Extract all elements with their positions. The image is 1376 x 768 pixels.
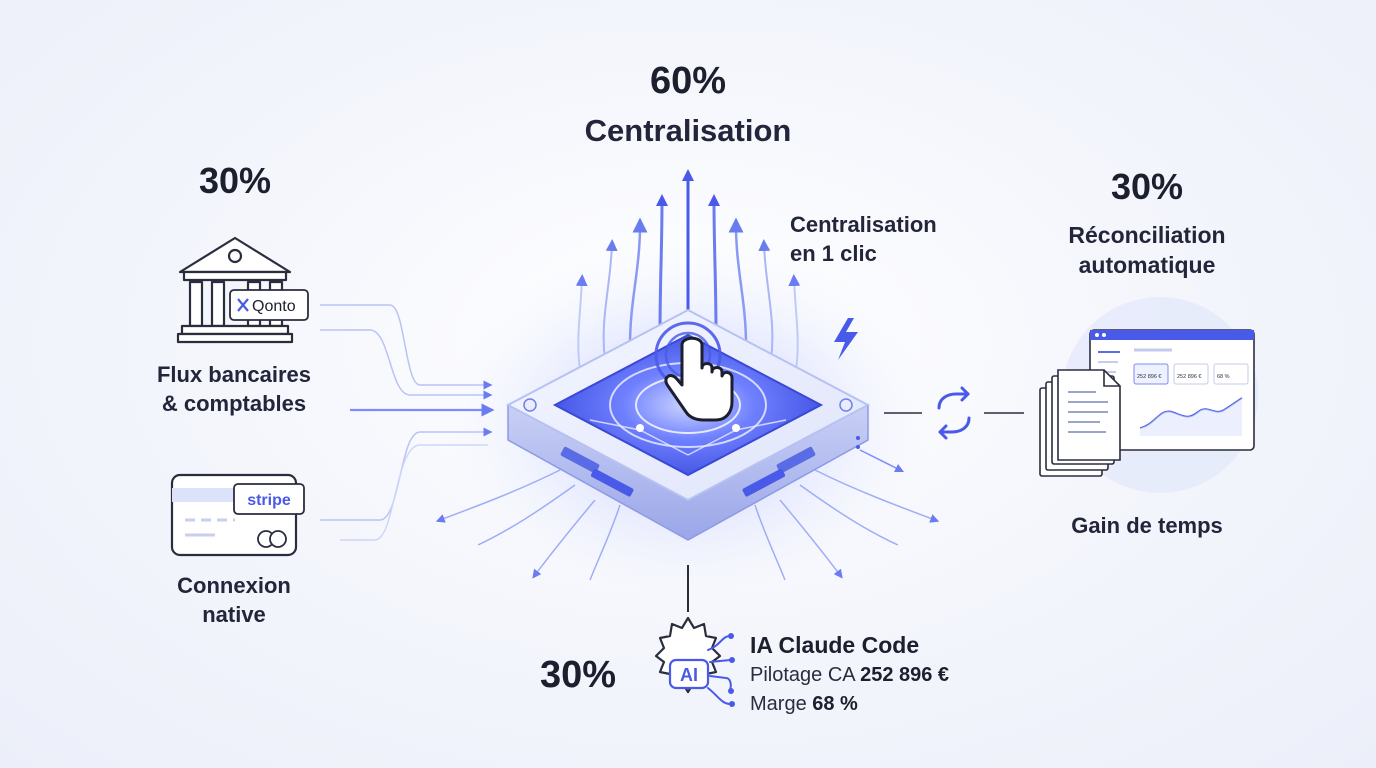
bottom-fan-lines [435, 449, 940, 581]
svg-text:AI: AI [680, 665, 698, 685]
connexion-label-line2: native [202, 602, 266, 627]
svg-text:Qonto: Qonto [252, 298, 296, 315]
reconciliation-label-line1: Réconciliation [1068, 222, 1226, 248]
sync-arrows-icon [937, 386, 971, 440]
centralisation-percentage: 60% [649, 60, 727, 102]
left-percentage: 30% [198, 160, 272, 201]
pointer-hand-icon [654, 321, 734, 422]
left-connectors [320, 304, 495, 541]
ai-margin-prefix: Marge [750, 693, 813, 715]
svg-text:stripe: stripe [247, 492, 291, 509]
ai-revenue-value: 252 896 € [860, 664, 950, 686]
reconciliation-label-line2: automatique [1078, 252, 1216, 278]
ai-title: IA Claude Code [750, 632, 920, 658]
ai-margin-line: Marge 68 % [750, 693, 858, 716]
ai-margin-value: 68 % [812, 693, 858, 715]
flux-label-line2: & comptables [161, 391, 307, 416]
svg-text:252 896 €: 252 896 € [1137, 374, 1161, 380]
centralisation-title: Centralisation [584, 113, 792, 148]
connexion-label-line1: Connexion [177, 573, 291, 598]
ai-revenue-line: Pilotage CA 252 896 € [750, 664, 949, 687]
click-label-line1: Centralisation [790, 212, 937, 237]
gain-label: Gain de temps [1071, 513, 1223, 538]
upward-beams [575, 169, 801, 371]
lightning-icon [834, 318, 858, 360]
click-label-line2: en 1 clic [790, 241, 877, 266]
svg-text:68 %: 68 % [1217, 374, 1230, 380]
ai-brain-gear-icon: AI [654, 616, 735, 707]
dashboard-icon: 252 896 € 252 896 € 68 % [1089, 329, 1255, 451]
svg-text:252 896 €: 252 896 € [1177, 374, 1201, 380]
right-percentage: 30% [1110, 166, 1184, 207]
qonto-logo: Qonto [229, 289, 309, 321]
stripe-logo: stripe [233, 483, 305, 515]
flux-label-line1: Flux bancaires [156, 362, 312, 387]
documents-icon [1039, 369, 1121, 477]
ai-percentage: 30% [540, 654, 617, 696]
ai-revenue-prefix: Pilotage CA [750, 664, 861, 686]
